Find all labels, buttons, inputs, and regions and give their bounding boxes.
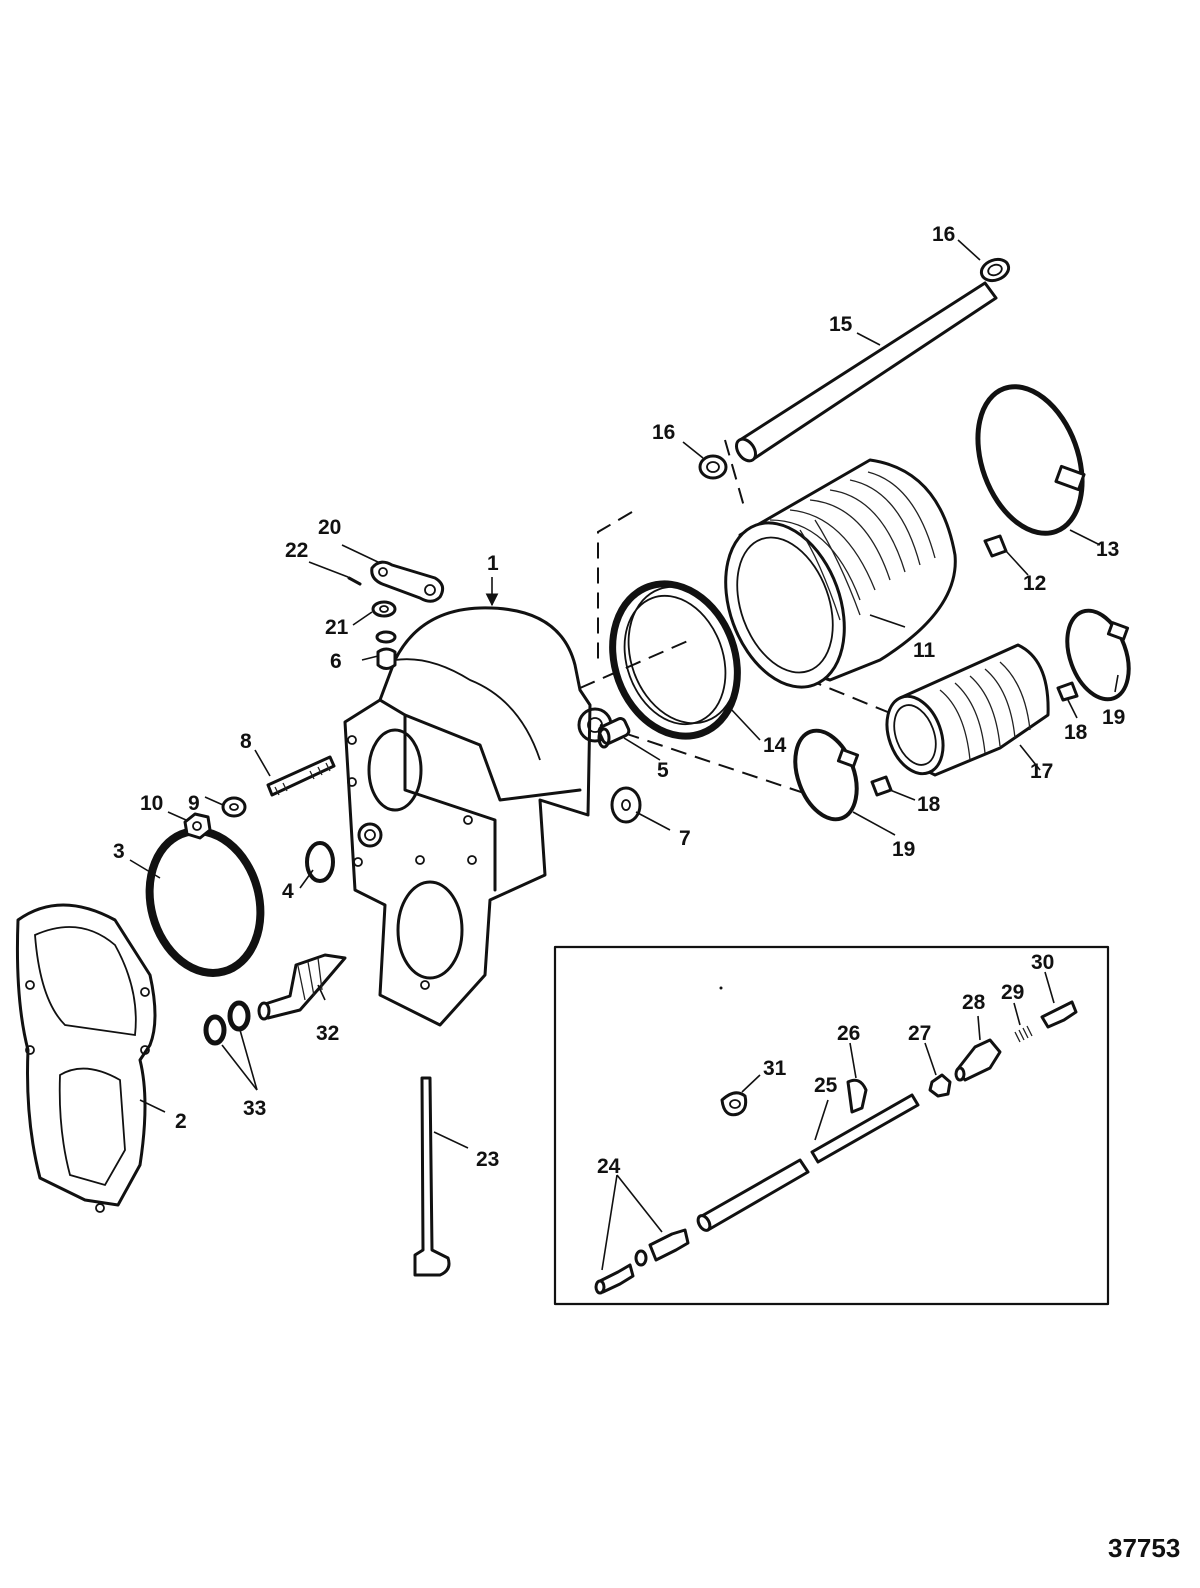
part-4-o-ring <box>305 841 335 883</box>
part-9-washer <box>221 796 247 818</box>
part-15-hose <box>734 281 998 463</box>
part-6-nut <box>375 630 397 670</box>
callout-18b: 18 <box>917 793 941 816</box>
callout-18a: 18 <box>1064 721 1088 744</box>
callout-27: 27 <box>908 1022 931 1045</box>
callout-1: 1 <box>487 552 499 575</box>
part-7-washer <box>610 786 642 824</box>
part-1-housing <box>343 606 613 1027</box>
part-32-valve <box>257 953 347 1021</box>
callout-labels: 1 2 3 4 5 6 7 8 9 10 11 12 13 14 15 16 1… <box>113 223 1125 1178</box>
part-28-fitting <box>954 1038 1002 1082</box>
part-2-gasket <box>15 903 157 1213</box>
callout-5: 5 <box>657 759 669 782</box>
part-31-clip <box>720 1091 748 1117</box>
leader-lines <box>129 239 1119 1271</box>
part-18-clip-lower <box>870 775 893 797</box>
part-19-clamp-lower <box>793 728 860 822</box>
part-14-seal <box>609 580 741 740</box>
callout-17: 17 <box>1030 760 1053 783</box>
callout-24: 24 <box>597 1155 621 1178</box>
callout-11: 11 <box>913 639 936 662</box>
inset-box <box>553 945 1110 1306</box>
callout-30: 30 <box>1031 951 1054 974</box>
part-33-o-rings <box>203 1000 251 1046</box>
callout-13: 13 <box>1096 538 1119 561</box>
part-18-clip-upper <box>1056 681 1079 702</box>
callout-26: 26 <box>837 1022 860 1045</box>
callout-33: 33 <box>243 1097 266 1120</box>
callout-28: 28 <box>962 991 986 1014</box>
part-26-clamp <box>846 1078 868 1114</box>
alignment-lines <box>579 439 896 796</box>
callout-10: 10 <box>140 792 163 815</box>
part-24-fittings <box>594 1228 690 1295</box>
callout-6: 6 <box>330 650 342 673</box>
part-29-spring <box>1014 1025 1033 1043</box>
part-25-tubes <box>696 1093 920 1232</box>
part-23-pin <box>413 1076 451 1277</box>
callout-22: 22 <box>285 539 308 562</box>
callout-8: 8 <box>240 730 252 753</box>
callout-9: 9 <box>188 792 200 815</box>
figure-number: 37753 <box>1108 1533 1180 1563</box>
callout-15: 15 <box>829 313 853 336</box>
part-20-lever <box>370 560 445 603</box>
callout-32: 32 <box>316 1022 339 1045</box>
callout-19b: 19 <box>892 838 915 861</box>
callout-21: 21 <box>325 616 349 639</box>
part-27-nut <box>928 1073 952 1098</box>
callout-7: 7 <box>679 827 691 850</box>
callout-2: 2 <box>175 1110 187 1133</box>
callout-14: 14 <box>763 734 787 757</box>
part-16-clamp-top <box>979 257 1011 283</box>
part-21-washer <box>371 600 397 618</box>
callout-4: 4 <box>282 880 294 903</box>
callout-16b: 16 <box>652 421 675 444</box>
part-12-clip <box>983 534 1008 558</box>
callout-12: 12 <box>1023 572 1046 595</box>
callout-25: 25 <box>814 1074 838 1097</box>
part-22-screw <box>347 576 362 586</box>
callout-20: 20 <box>318 516 341 539</box>
part-8-stud <box>266 755 336 797</box>
callout-3: 3 <box>113 840 125 863</box>
callout-16a: 16 <box>932 223 955 246</box>
part-10-nut <box>183 812 212 840</box>
part-5-fitting <box>597 717 631 749</box>
part-17-bellows <box>885 643 1050 777</box>
part-19-clamp-upper <box>1065 608 1131 702</box>
part-3-o-ring <box>145 827 265 977</box>
callout-31: 31 <box>763 1057 787 1080</box>
callout-29: 29 <box>1001 981 1024 1004</box>
part-13-clamp <box>975 384 1086 536</box>
callout-19a: 19 <box>1102 706 1125 729</box>
part-16-clamp-lower <box>698 454 728 480</box>
callout-23: 23 <box>476 1148 499 1171</box>
part-30-fitting <box>1040 1000 1078 1029</box>
